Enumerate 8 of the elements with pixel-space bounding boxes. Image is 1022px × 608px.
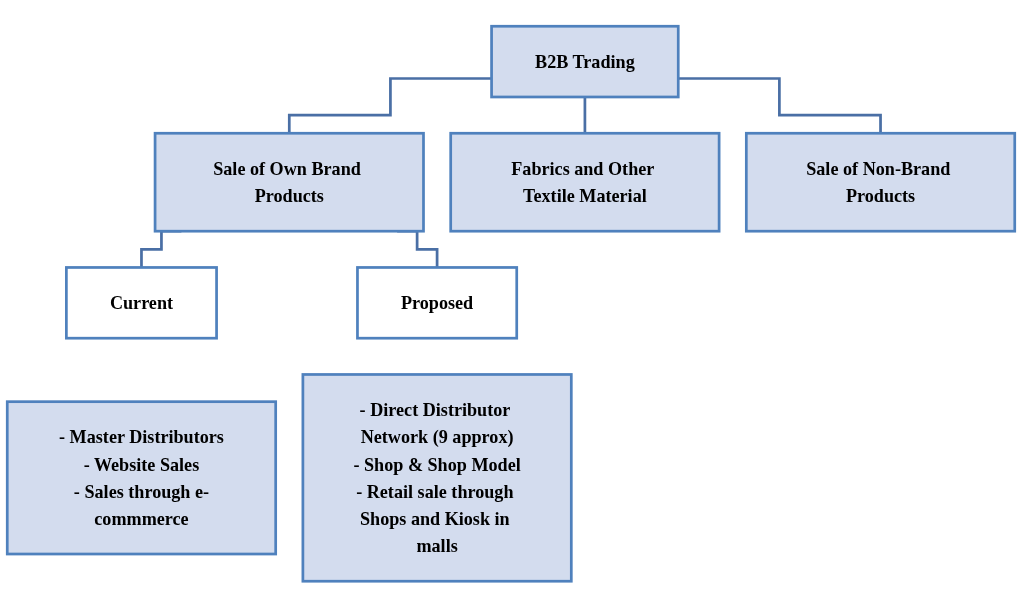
node-box: - Direct Distributor Network (9 approx) - Shop & Shop Model - Retail sale through Shops and Kiosk in malls: [301, 373, 573, 583]
node-box: - Master Distributors - Website Sales - Sales through e-commmerce: [5, 400, 278, 556]
node-box: Fabrics and Other Textile Material: [449, 132, 721, 233]
node-box: Current: [65, 266, 218, 340]
node-box: Sale of Non-Brand Products: [744, 132, 1017, 233]
node-box: B2B Trading: [490, 25, 680, 99]
node-box: Proposed: [356, 266, 519, 340]
node-box: Sale of Own Brand Products: [153, 132, 425, 233]
